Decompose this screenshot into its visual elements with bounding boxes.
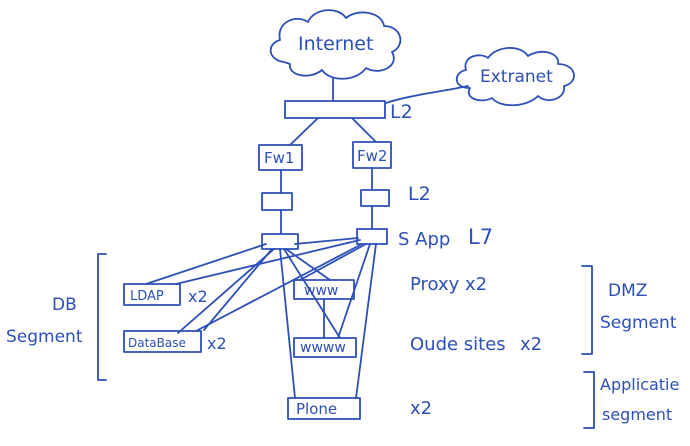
database-count: x2 (207, 334, 227, 353)
mid-switch-layer-label: L2 (408, 183, 431, 205)
extranet-label: Extranet (480, 67, 553, 87)
old-sites-label: Oude sites (410, 334, 506, 355)
top-switch (284, 100, 386, 119)
lb-right (356, 228, 388, 245)
lb-label: S App (398, 229, 450, 250)
proxy-label: Proxy x2 (410, 274, 487, 295)
extranet-cloud (455, 47, 575, 107)
dmz-label-1: DMZ (608, 281, 647, 301)
db-segment-label-2: Segment (6, 327, 83, 347)
dmz-bracket (581, 265, 593, 355)
ldap-box (123, 283, 181, 306)
dmz-label-2: Segment (600, 313, 677, 333)
plone-label: Plone (296, 400, 337, 418)
old-sites-count: x2 (520, 334, 542, 355)
ldap-count: x2 (188, 287, 208, 306)
lb-left (261, 233, 299, 250)
proxy-www-label: www (304, 283, 338, 299)
mid-switch-left (261, 192, 293, 211)
database-box (123, 330, 202, 353)
ldap-label: LDAP (130, 289, 164, 304)
internet-cloud (269, 9, 402, 80)
plone-box (287, 397, 361, 420)
mid-switch-right (360, 189, 390, 207)
switch-fw2-link (351, 117, 377, 143)
server-mesh (145, 237, 377, 399)
app-label-1: Applicatie (600, 375, 679, 394)
app-label-2: segment (602, 405, 672, 424)
app-bracket (583, 371, 595, 429)
switch-fw1-link (289, 117, 319, 146)
oldsites-www-label: wwww (300, 340, 346, 356)
fw1-label: Fw1 (264, 149, 294, 167)
top-switch-layer-label: L2 (390, 101, 413, 123)
db-segment-bracket (97, 253, 107, 381)
extranet-uplink (385, 85, 469, 104)
db-segment-label-1: DB (52, 295, 77, 315)
lb-layer-label: L7 (468, 225, 493, 249)
fw2-label: Fw2 (357, 147, 387, 165)
oldsites-www-box (293, 337, 357, 358)
plone-count: x2 (410, 398, 432, 419)
internet-label: Internet (298, 33, 373, 55)
database-label: DataBase (128, 336, 186, 350)
